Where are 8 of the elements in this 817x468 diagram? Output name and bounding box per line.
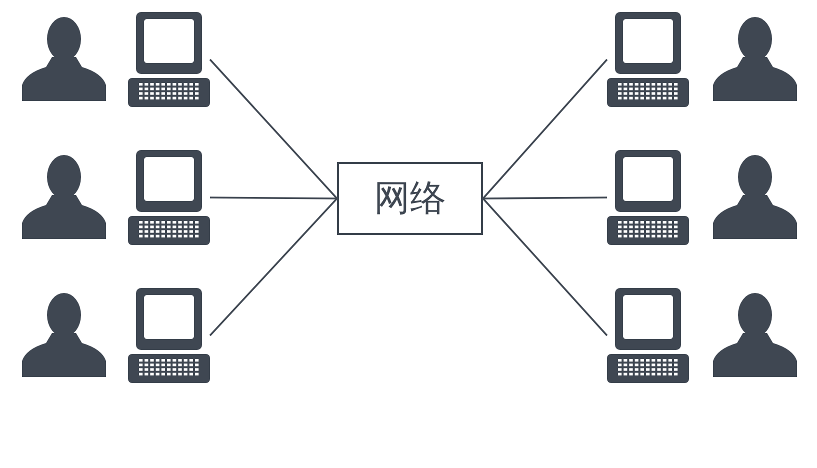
network-box bbox=[337, 162, 483, 235]
connector-line bbox=[210, 196, 337, 200]
connector-line bbox=[209, 198, 338, 336]
connector-line bbox=[482, 58, 608, 200]
connector-line bbox=[482, 198, 608, 336]
connector-line bbox=[209, 58, 338, 200]
connector-line bbox=[483, 196, 607, 200]
network-label: 网络 bbox=[374, 180, 446, 216]
